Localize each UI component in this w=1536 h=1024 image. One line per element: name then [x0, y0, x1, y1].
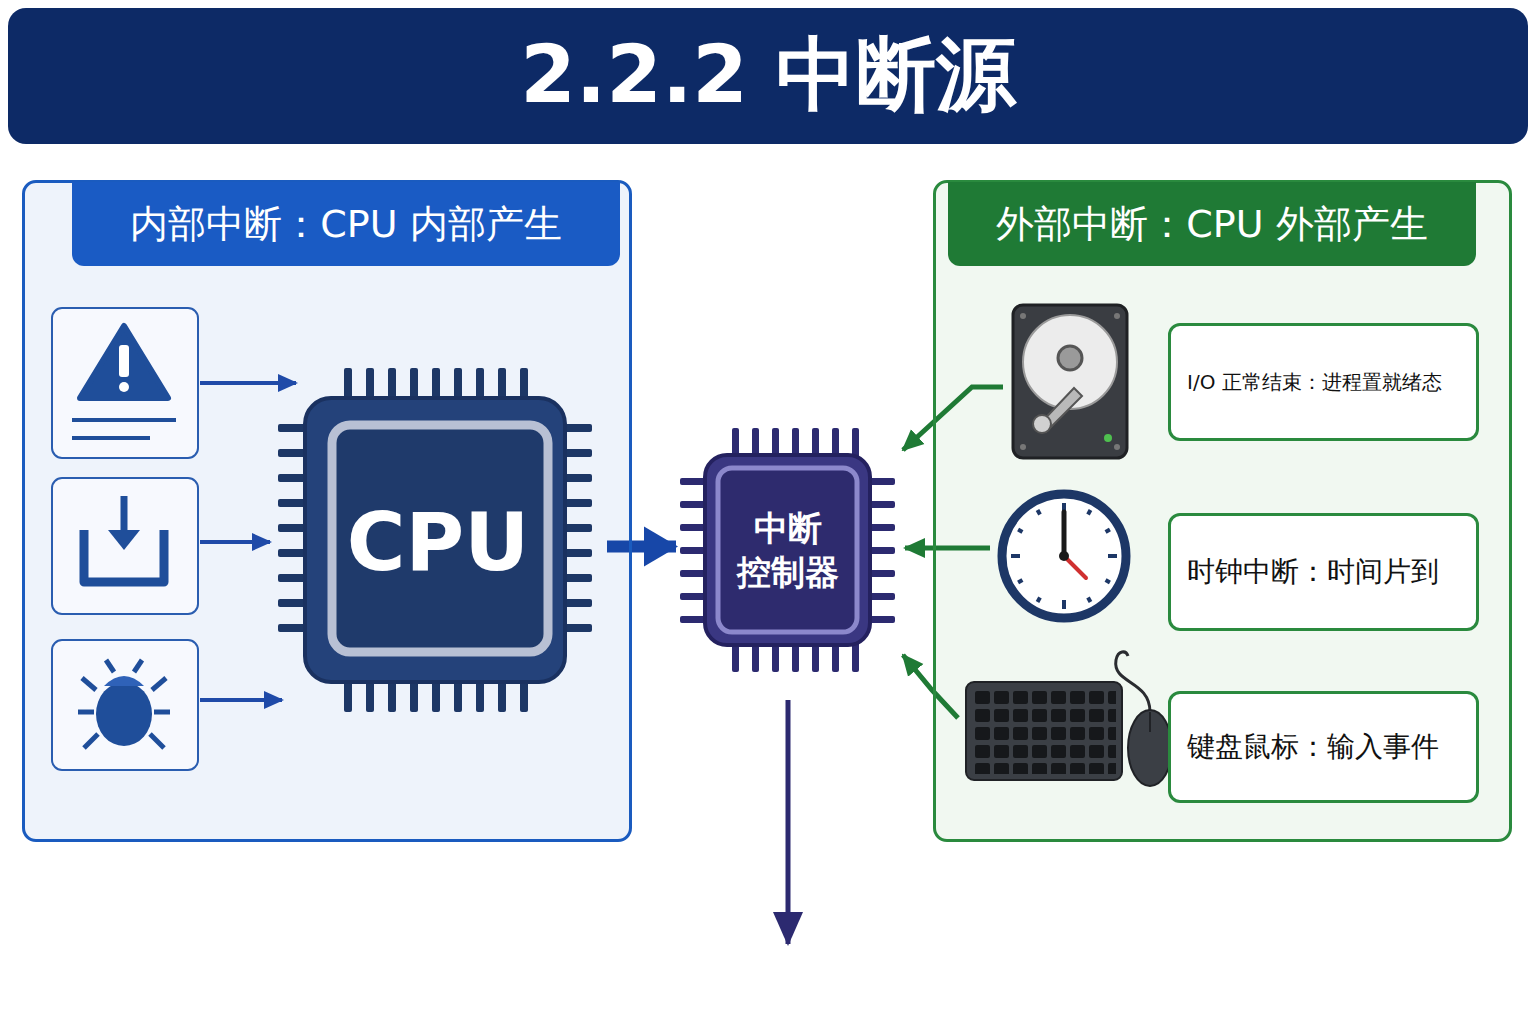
hard-disk-icon — [1013, 305, 1127, 458]
warning-icon — [52, 308, 198, 458]
bug-icon — [52, 640, 198, 770]
chip-node: CPU — [281, 371, 595, 715]
panel-ground — [933, 180, 1512, 842]
event-text: 键盘鼠标：输入事件 — [1187, 728, 1439, 766]
source-arrow — [903, 387, 1003, 450]
cpu-body — [305, 398, 565, 682]
download-icon — [52, 478, 198, 614]
cpu-chip — [278, 368, 592, 712]
event-box: I/O 正常结束：进程置就绪态 — [1168, 323, 1479, 441]
panel-ground — [22, 180, 632, 842]
title-text: 2.2.2 中断源 — [520, 22, 1016, 130]
output-arrow — [786, 700, 791, 944]
chip-label: CPU — [347, 491, 529, 595]
source-arrow — [905, 546, 990, 551]
source-panel: 外部中断：CPU 外部产生 I/O 正常结束：进程置就绪态时钟中断：时间片到键盘鼠… — [933, 180, 1512, 842]
event-text: 时钟中断：时间片到 — [1187, 553, 1439, 591]
event-text: I/O 正常结束：进程置就绪态 — [1187, 369, 1442, 396]
event-box: 时钟中断：时间片到 — [1168, 513, 1479, 631]
panel-heading: 外部中断：CPU 外部产生 — [948, 182, 1476, 266]
keyboard-mouse-icon — [966, 652, 1172, 786]
icon-arrow — [200, 381, 296, 385]
title-band: 2.2.2 中断源 — [8, 8, 1528, 144]
source-panel: 内部中断：CPU 内部产生 CPU — [22, 180, 632, 842]
flow-arrow — [607, 541, 676, 553]
controller-body — [705, 455, 870, 645]
panel-heading: 内部中断：CPU 内部产生 — [72, 182, 620, 266]
clock-icon — [1002, 494, 1126, 618]
icon-arrow — [200, 698, 282, 702]
chip-label: 中断 控制器 — [732, 506, 844, 594]
event-box: 键盘鼠标：输入事件 — [1168, 691, 1479, 803]
controller-pins — [680, 428, 895, 672]
icon-arrow — [200, 540, 270, 544]
controller-core — [718, 468, 857, 632]
cpu-core — [332, 425, 548, 652]
source-arrow — [903, 655, 958, 718]
chip-node: 中断 控制器 — [680, 428, 895, 672]
